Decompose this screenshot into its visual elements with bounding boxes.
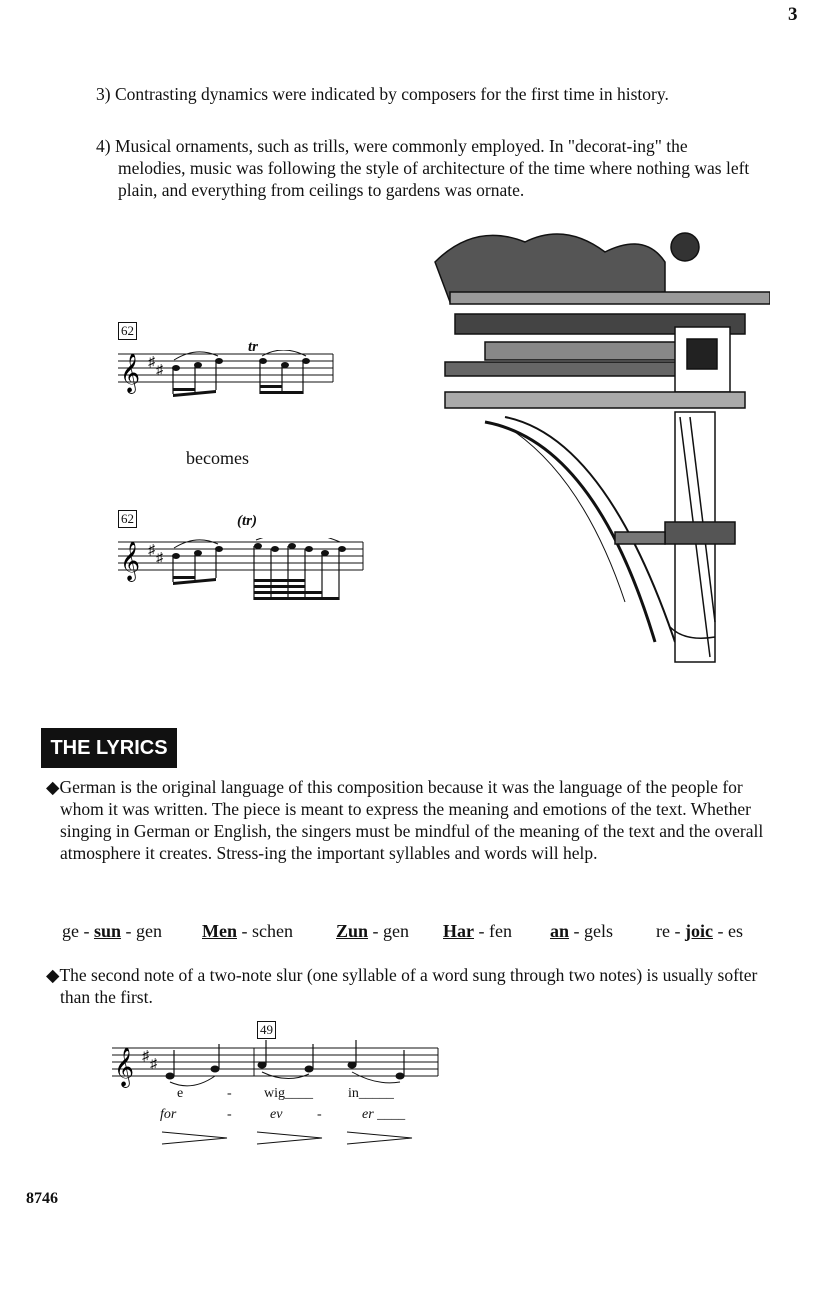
catalog-number: 8746 [26, 1190, 58, 1207]
lyric-german: - [227, 1086, 232, 1101]
lyric-german: in_____ [348, 1086, 394, 1101]
music-staff-ornamented: 𝄞 ♯♯ [118, 538, 364, 600]
stress-word: ge - sun - gen [62, 921, 162, 941]
stress-word: re - joic - es [656, 921, 743, 941]
music-staff-original: 𝄞 ♯♯ [118, 350, 334, 397]
lyric-german: e [177, 1086, 184, 1101]
treble-clef-icon: 𝄞 [120, 354, 140, 394]
stress-word: Har - fen [443, 921, 512, 941]
svg-text:♯: ♯ [142, 1049, 150, 1064]
lyric-english: ev [270, 1107, 283, 1122]
music-staff-slur-example: 𝄞 ♯♯ [112, 1040, 439, 1145]
lyric-english: - [227, 1107, 232, 1122]
stress-word: Men - schen [202, 921, 293, 941]
list-item-4: 4) Musical ornaments, such as trills, we… [96, 136, 750, 200]
baroque-architecture-illustration [434, 232, 770, 663]
measure-number: 62 [118, 322, 137, 340]
measure-number: 62 [118, 510, 137, 528]
svg-text:♯: ♯ [148, 543, 156, 558]
bullet-two-note-slur: ◆The second note of a two-note slur (one… [46, 965, 758, 1007]
lyric-english: er ____ [362, 1107, 406, 1122]
svg-text:♯: ♯ [148, 355, 156, 370]
becomes-label: becomes [186, 448, 249, 468]
trill-mark-parenthesized: (tr) [237, 513, 257, 529]
bullet-original-language: ◆German is the original language of this… [46, 777, 764, 863]
page-number: 3 [788, 4, 798, 25]
svg-text:♯: ♯ [156, 363, 164, 378]
lyric-english: - [317, 1107, 322, 1122]
stress-word: Zun - gen [336, 921, 410, 941]
treble-clef-icon: 𝄞 [120, 542, 140, 582]
svg-text:♯: ♯ [150, 1057, 158, 1072]
stress-word: an - gels [550, 921, 614, 941]
trill-mark: tr [248, 339, 259, 355]
svg-text:♯: ♯ [156, 551, 164, 566]
list-item-3: 3) Contrasting dynamics were indicated b… [96, 84, 669, 104]
measure-number: 49 [257, 1021, 276, 1039]
section-header-lyrics: THE LYRICS [41, 728, 177, 768]
lyric-english: for [160, 1107, 177, 1122]
treble-clef-icon: 𝄞 [114, 1048, 134, 1088]
lyric-german: wig____ [264, 1086, 313, 1101]
